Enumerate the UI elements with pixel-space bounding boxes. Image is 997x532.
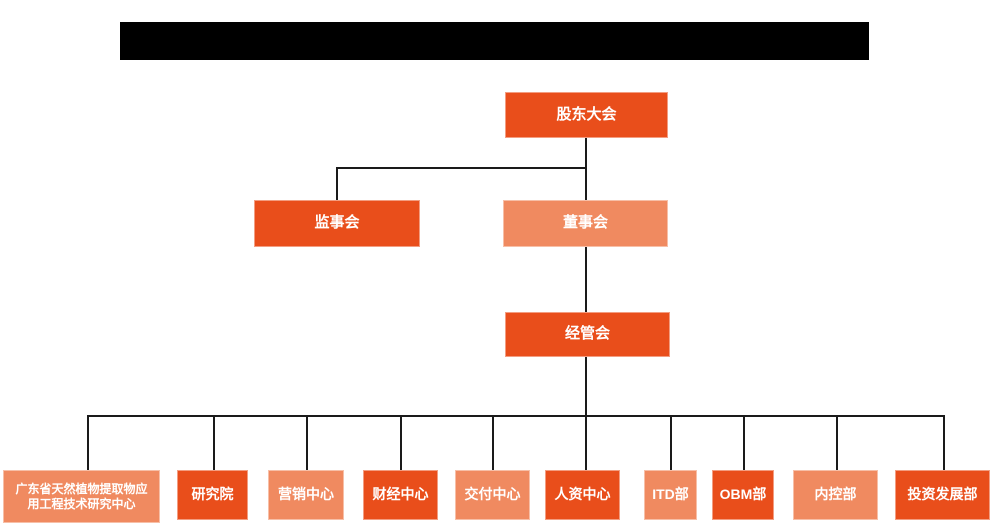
org-node-label: 交付中心 — [464, 486, 521, 503]
connector-bus-line — [87, 415, 945, 417]
org-node-label: 内控部 — [814, 486, 857, 503]
org-node-hr-center: 人资中心 — [545, 470, 620, 520]
org-node-internal-control-department: 内控部 — [793, 470, 878, 520]
org-node-investment-development-department: 投资发展部 — [895, 470, 990, 520]
connector-line — [336, 167, 587, 169]
org-node-label: 投资发展部 — [907, 486, 978, 503]
org-node-itd-department: ITD部 — [644, 470, 697, 520]
org-node-supervisory-board: 监事会 — [254, 200, 420, 247]
connector-line — [400, 415, 402, 470]
org-node-shareholders-meeting: 股东大会 — [505, 92, 668, 138]
connector-line — [585, 138, 587, 168]
connector-line — [213, 415, 215, 470]
connector-line — [670, 415, 672, 470]
redacted-title-bar — [120, 22, 869, 60]
connector-line — [306, 415, 308, 470]
org-node-label: 监事会 — [314, 214, 360, 232]
connector-line — [585, 167, 587, 200]
org-node-marketing-center: 营销中心 — [268, 470, 344, 520]
org-node-label: OBM部 — [719, 486, 767, 503]
org-node-label: 人资中心 — [554, 486, 611, 503]
org-node-research-institute: 研究院 — [177, 470, 248, 520]
connector-line — [336, 167, 338, 200]
connector-line — [743, 415, 745, 470]
connector-line — [836, 415, 838, 470]
org-node-label: 研究院 — [191, 486, 234, 503]
org-node-management-committee: 经管会 — [505, 312, 670, 357]
org-node-label: ITD部 — [652, 486, 689, 503]
org-node-obm-department: OBM部 — [712, 470, 774, 520]
org-node-label: 财经中心 — [372, 486, 429, 503]
connector-line — [585, 247, 587, 312]
org-node-board-of-directors: 董事会 — [503, 200, 668, 247]
org-node-finance-center: 财经中心 — [363, 470, 438, 520]
org-node-label: 经管会 — [564, 325, 610, 343]
org-node-label: 董事会 — [562, 214, 608, 232]
connector-line — [492, 415, 494, 470]
connector-line — [87, 415, 89, 470]
org-node-label: 股东大会 — [556, 105, 617, 123]
org-node-research-center: 广东省天然植物提取物应用工程技术研究中心 — [3, 470, 160, 523]
org-node-label: 广东省天然植物提取物应用工程技术研究中心 — [15, 481, 148, 511]
org-node-delivery-center: 交付中心 — [455, 470, 530, 520]
org-node-label: 营销中心 — [278, 486, 334, 503]
connector-line — [943, 415, 945, 470]
connector-line — [585, 357, 587, 470]
